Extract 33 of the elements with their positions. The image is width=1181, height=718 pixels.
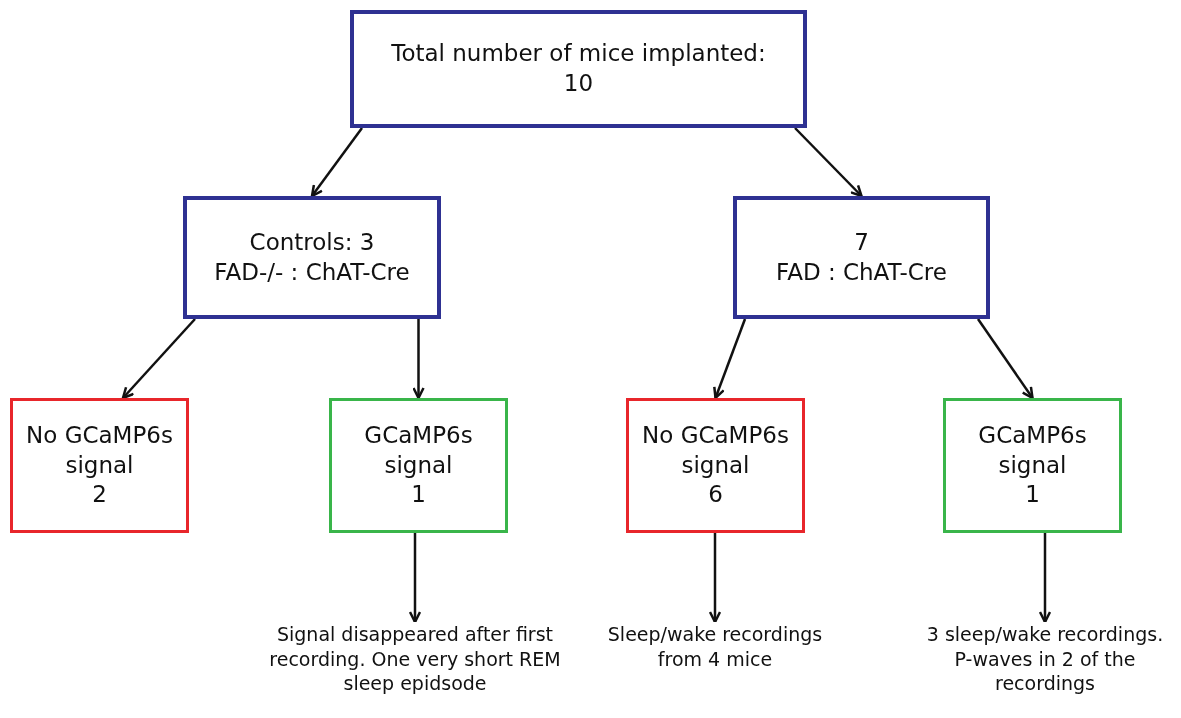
arrow [121,318,196,400]
arrow [408,533,422,624]
note-text: Sleep/wake recordings from 4 mice [606,622,824,672]
arrow [976,318,1034,400]
arrow [310,127,363,198]
box-label: Total number of mice implanted: [391,39,766,69]
group-box [350,10,807,128]
group-box [733,196,990,319]
node-box [943,398,1122,533]
arrow [708,533,722,624]
arrow [794,127,863,198]
node-box [10,398,189,533]
box-label: Controls: 3 [249,227,375,257]
note-text: 3 sleep/wake recordings. P-waves in 2 of the recordings [925,622,1165,697]
box-label: 1 [1025,480,1040,510]
box-label: 7 [854,227,869,257]
box-label: GCaMP6s signal [363,420,474,480]
box-label: No GCaMP6s signal [641,420,790,480]
arrow [1038,533,1052,624]
box-label: 10 [563,69,594,98]
box-label: GCaMP6s signal [977,420,1088,480]
box-label: 6 [708,480,723,510]
arrow [412,319,425,400]
box-label: 1 [411,480,426,510]
note-text: Signal disappeared after first recording. One very short REM sleep epidsode [268,622,562,697]
arrow [713,318,747,400]
box-label: FAD-/- : ChAT-Cre [214,257,410,287]
node-box [626,398,805,533]
box-label: FAD : ChAT-Cre [776,257,947,287]
box-label: 2 [92,480,107,510]
box-label: No GCaMP6s signal [25,420,174,480]
group-box [183,196,441,319]
node-box [329,398,508,533]
